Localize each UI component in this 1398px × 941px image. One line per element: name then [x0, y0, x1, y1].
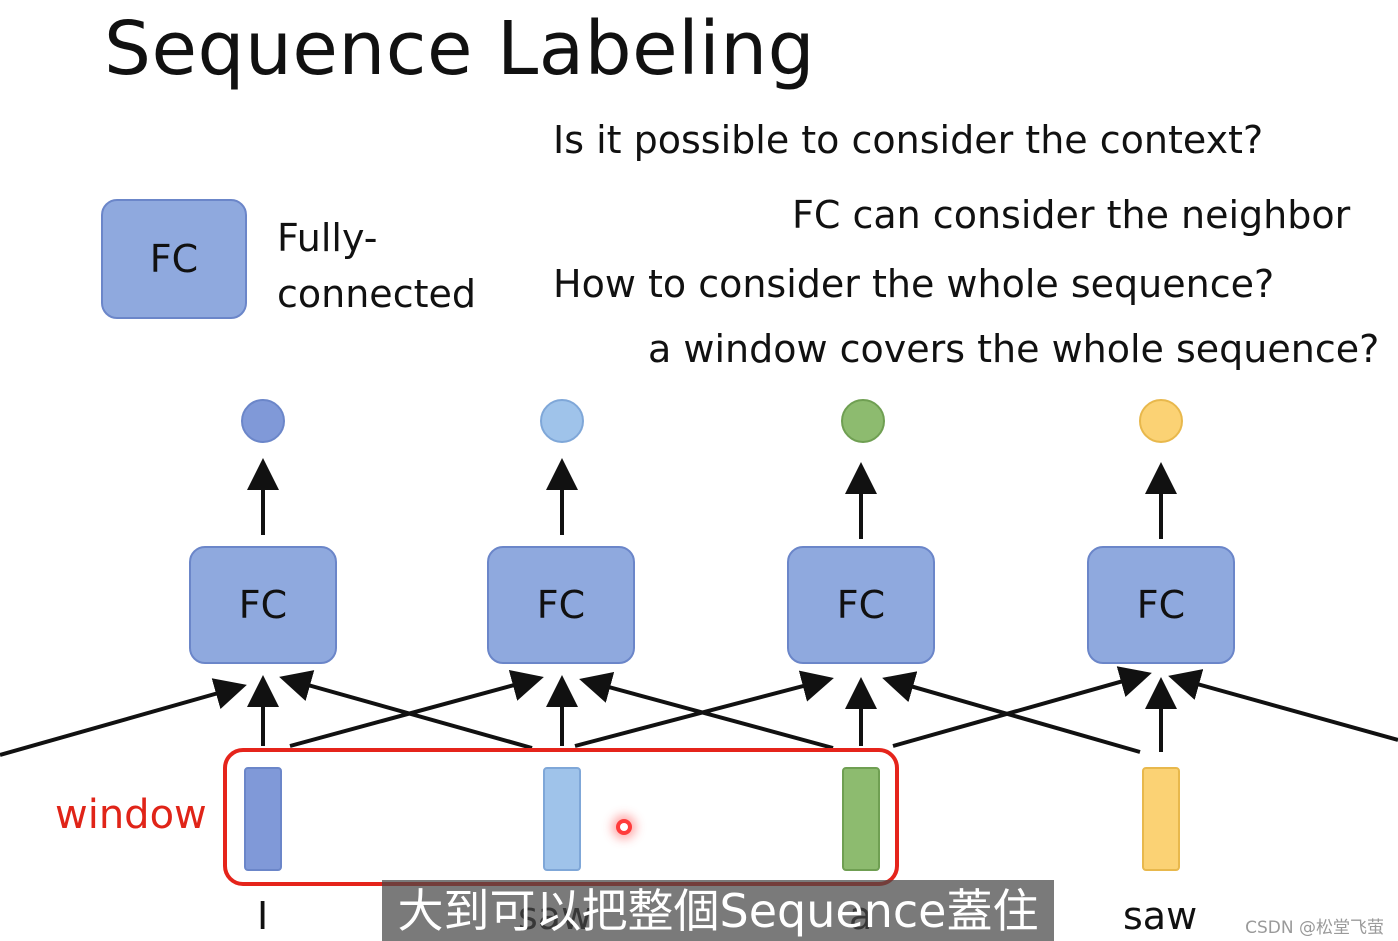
legend-fc-box: FC [101, 199, 247, 319]
word-0: I [257, 894, 269, 938]
output-circle-0 [241, 399, 285, 443]
legend-fc-label: FC [149, 237, 199, 281]
arrow-in-2-left [574, 670, 834, 748]
window-highlight-box [223, 748, 899, 886]
fc-block-1: FC [487, 546, 635, 664]
laser-pointer [616, 819, 632, 835]
output-circle-2 [841, 399, 885, 443]
arrow-in-0-left [0, 678, 247, 757]
watermark: CSDN @松堂飞萤 [1245, 918, 1384, 938]
fc-block-3: FC [1087, 546, 1235, 664]
arrow-in-3-left [892, 666, 1152, 748]
arrow-in-1-left [289, 669, 544, 748]
arrow-in-3-right [1168, 669, 1398, 742]
feature-vector-1 [543, 767, 581, 871]
word-3: saw [1123, 894, 1198, 938]
feature-vector-2 [842, 767, 880, 871]
video-subtitle: 大到可以把整個Sequence蓋住 [382, 880, 1054, 941]
legend-description: Fully-connected [277, 216, 476, 316]
arrow-in-2-right [882, 671, 1141, 754]
arrow-in-1-right [579, 671, 834, 750]
note-neighbor: FC can consider the neighbor [792, 193, 1351, 237]
fc-block-0: FC [189, 546, 337, 664]
feature-vector-0 [244, 767, 282, 871]
fc-block-label: FC [536, 583, 586, 627]
fc-block-label: FC [238, 583, 288, 627]
slide-title: Sequence Labeling [104, 6, 816, 92]
fc-block-2: FC [787, 546, 935, 664]
question-context: Is it possible to consider the context? [553, 118, 1264, 162]
fc-block-label: FC [1136, 583, 1186, 627]
output-circle-3 [1139, 399, 1183, 443]
output-circle-1 [540, 399, 584, 443]
fc-block-label: FC [836, 583, 886, 627]
feature-vector-3 [1142, 767, 1180, 871]
question-whole-sequence: How to consider the whole sequence? [553, 262, 1275, 306]
question-window: a window covers the whole sequence? [648, 327, 1380, 371]
window-label: window [55, 792, 207, 838]
